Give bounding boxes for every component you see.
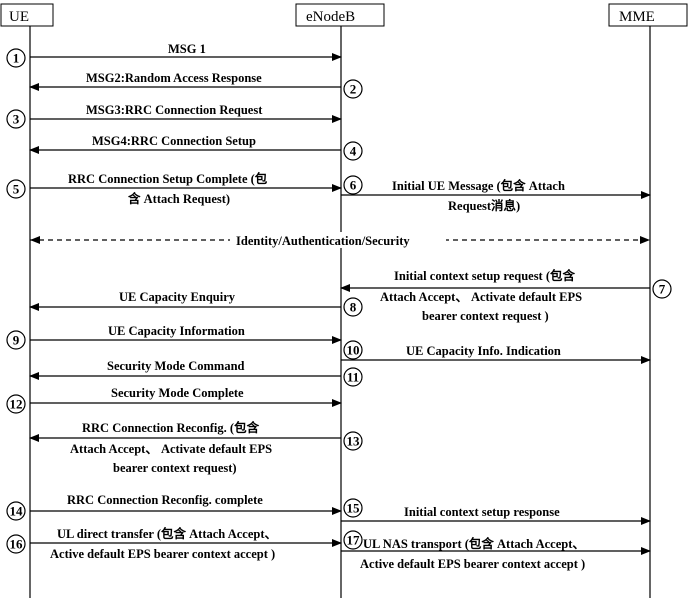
message-6: Initial UE Message (包含 Attach Request消息) bbox=[341, 178, 651, 213]
message-17-label-line1: UL NAS transport (包含 Attach Accept、 bbox=[363, 536, 585, 551]
message-3: MSG3:RRC Connection Request bbox=[30, 103, 342, 123]
message-3-label: MSG3:RRC Connection Request bbox=[86, 103, 263, 117]
svg-text:6: 6 bbox=[350, 178, 357, 193]
enodeb-title: eNodeB bbox=[306, 9, 355, 25]
message-10: UE Capacity Info. Indication bbox=[341, 344, 651, 364]
step-number-15: 15 bbox=[343, 498, 363, 518]
step-number-4: 4 bbox=[343, 141, 363, 161]
step-number-3: 3 bbox=[6, 109, 26, 129]
svg-text:11: 11 bbox=[347, 370, 359, 385]
svg-text:1: 1 bbox=[13, 51, 20, 66]
mme-entity: MME bbox=[608, 3, 688, 27]
message-5-label-line2: 含 Attach Request) bbox=[127, 191, 230, 206]
step-number-16: 16 bbox=[6, 534, 26, 554]
identity-authentication-security: Identity/Authentication/Security bbox=[30, 232, 650, 248]
svg-text:5: 5 bbox=[13, 182, 20, 197]
message-4: MSG4:RRC Connection Setup bbox=[29, 134, 341, 154]
message-6-label-line1: Initial UE Message (包含 Attach bbox=[392, 178, 565, 193]
ue-entity: UE bbox=[0, 3, 54, 27]
svg-text:16: 16 bbox=[10, 537, 24, 552]
svg-text:12: 12 bbox=[10, 397, 23, 412]
step-number-1: 1 bbox=[6, 48, 26, 68]
svg-text:15: 15 bbox=[347, 501, 361, 516]
step-number-17: 17 bbox=[343, 530, 363, 550]
svg-text:17: 17 bbox=[347, 533, 361, 548]
step-number-9: 9 bbox=[6, 330, 26, 350]
step-circles: 1 2 3 4 5 6 7 8 9 10 11 12 13 14 15 16 1… bbox=[6, 48, 672, 554]
message-16-label-line1: UL direct transfer (包含 Attach Accept、 bbox=[57, 526, 277, 541]
message-14: RRC Connection Reconfig. complete bbox=[30, 493, 342, 515]
message-7: Initial context setup request (包含 Attach… bbox=[340, 268, 650, 323]
message-5: RRC Connection Setup Complete (包 含 Attac… bbox=[30, 171, 342, 206]
message-4-label: MSG4:RRC Connection Setup bbox=[92, 134, 256, 148]
step-number-13: 13 bbox=[343, 431, 363, 451]
message-7-label-line3: bearer context request ) bbox=[422, 309, 549, 323]
message-8-label: UE Capacity Enquiry bbox=[119, 290, 236, 304]
message-12: Security Mode Complete bbox=[30, 386, 342, 407]
message-17-label-line2: Active default EPS bearer context accept… bbox=[360, 557, 585, 571]
message-13-label-line2: Attach Accept、 Activate default EPS bbox=[70, 442, 272, 456]
message-10-label: UE Capacity Info. Indication bbox=[406, 344, 561, 358]
step-number-5: 5 bbox=[6, 179, 26, 199]
step-number-11: 11 bbox=[343, 367, 363, 387]
svg-text:9: 9 bbox=[13, 333, 20, 348]
step-number-10: 10 bbox=[343, 340, 363, 360]
mme-title: MME bbox=[619, 9, 655, 25]
message-15: Initial context setup response bbox=[341, 505, 651, 525]
message-9: UE Capacity Information bbox=[30, 324, 342, 344]
step-number-6: 6 bbox=[343, 175, 363, 195]
message-11-label: Security Mode Command bbox=[107, 359, 245, 373]
message-13-label-line3: bearer context request) bbox=[113, 461, 237, 475]
svg-text:8: 8 bbox=[350, 300, 357, 315]
svg-text:13: 13 bbox=[347, 434, 361, 449]
message-12-label: Security Mode Complete bbox=[111, 386, 244, 400]
step-number-14: 14 bbox=[6, 501, 26, 521]
step-number-8: 8 bbox=[343, 297, 363, 317]
message-6-label-line2: Request消息) bbox=[448, 198, 520, 213]
svg-text:7: 7 bbox=[659, 282, 666, 297]
svg-text:14: 14 bbox=[10, 504, 24, 519]
svg-text:2: 2 bbox=[350, 82, 357, 97]
message-13: RRC Connection Reconfig. (包含 Attach Acce… bbox=[29, 420, 341, 475]
ue-title: UE bbox=[9, 9, 29, 25]
message-8: UE Capacity Enquiry bbox=[29, 290, 341, 311]
svg-text:4: 4 bbox=[350, 144, 357, 159]
step-number-7: 7 bbox=[652, 279, 672, 299]
message-15-label: Initial context setup response bbox=[404, 505, 560, 519]
svg-text:3: 3 bbox=[13, 112, 20, 127]
enodeb-entity: eNodeB bbox=[295, 3, 385, 27]
message-16-label-line2: Active default EPS bearer context accept… bbox=[50, 547, 275, 561]
message-7-label-line1: Initial context setup request (包含 bbox=[394, 268, 576, 283]
message-2-label: MSG2:Random Access Response bbox=[86, 71, 262, 85]
step-number-12: 12 bbox=[6, 394, 26, 414]
message-7-label-line2: Attach Accept、 Activate default EPS bbox=[380, 290, 582, 304]
message-14-label: RRC Connection Reconfig. complete bbox=[67, 493, 263, 507]
svg-text:10: 10 bbox=[347, 343, 360, 358]
message-2: MSG2:Random Access Response bbox=[29, 71, 341, 91]
message-1-label: MSG 1 bbox=[168, 42, 206, 56]
message-16: UL direct transfer (包含 Attach Accept、 Ac… bbox=[30, 526, 342, 561]
message-13-label-line1: RRC Connection Reconfig. (包含 bbox=[82, 420, 260, 435]
step-number-2: 2 bbox=[343, 79, 363, 99]
message-5-label-line1: RRC Connection Setup Complete (包 bbox=[68, 171, 268, 186]
message-1: MSG 1 bbox=[30, 42, 342, 61]
message-11: Security Mode Command bbox=[29, 359, 341, 380]
identity-authentication-security-label: Identity/Authentication/Security bbox=[236, 234, 410, 248]
message-9-label: UE Capacity Information bbox=[108, 324, 245, 338]
message-17: UL NAS transport (包含 Attach Accept、 Acti… bbox=[341, 536, 651, 571]
